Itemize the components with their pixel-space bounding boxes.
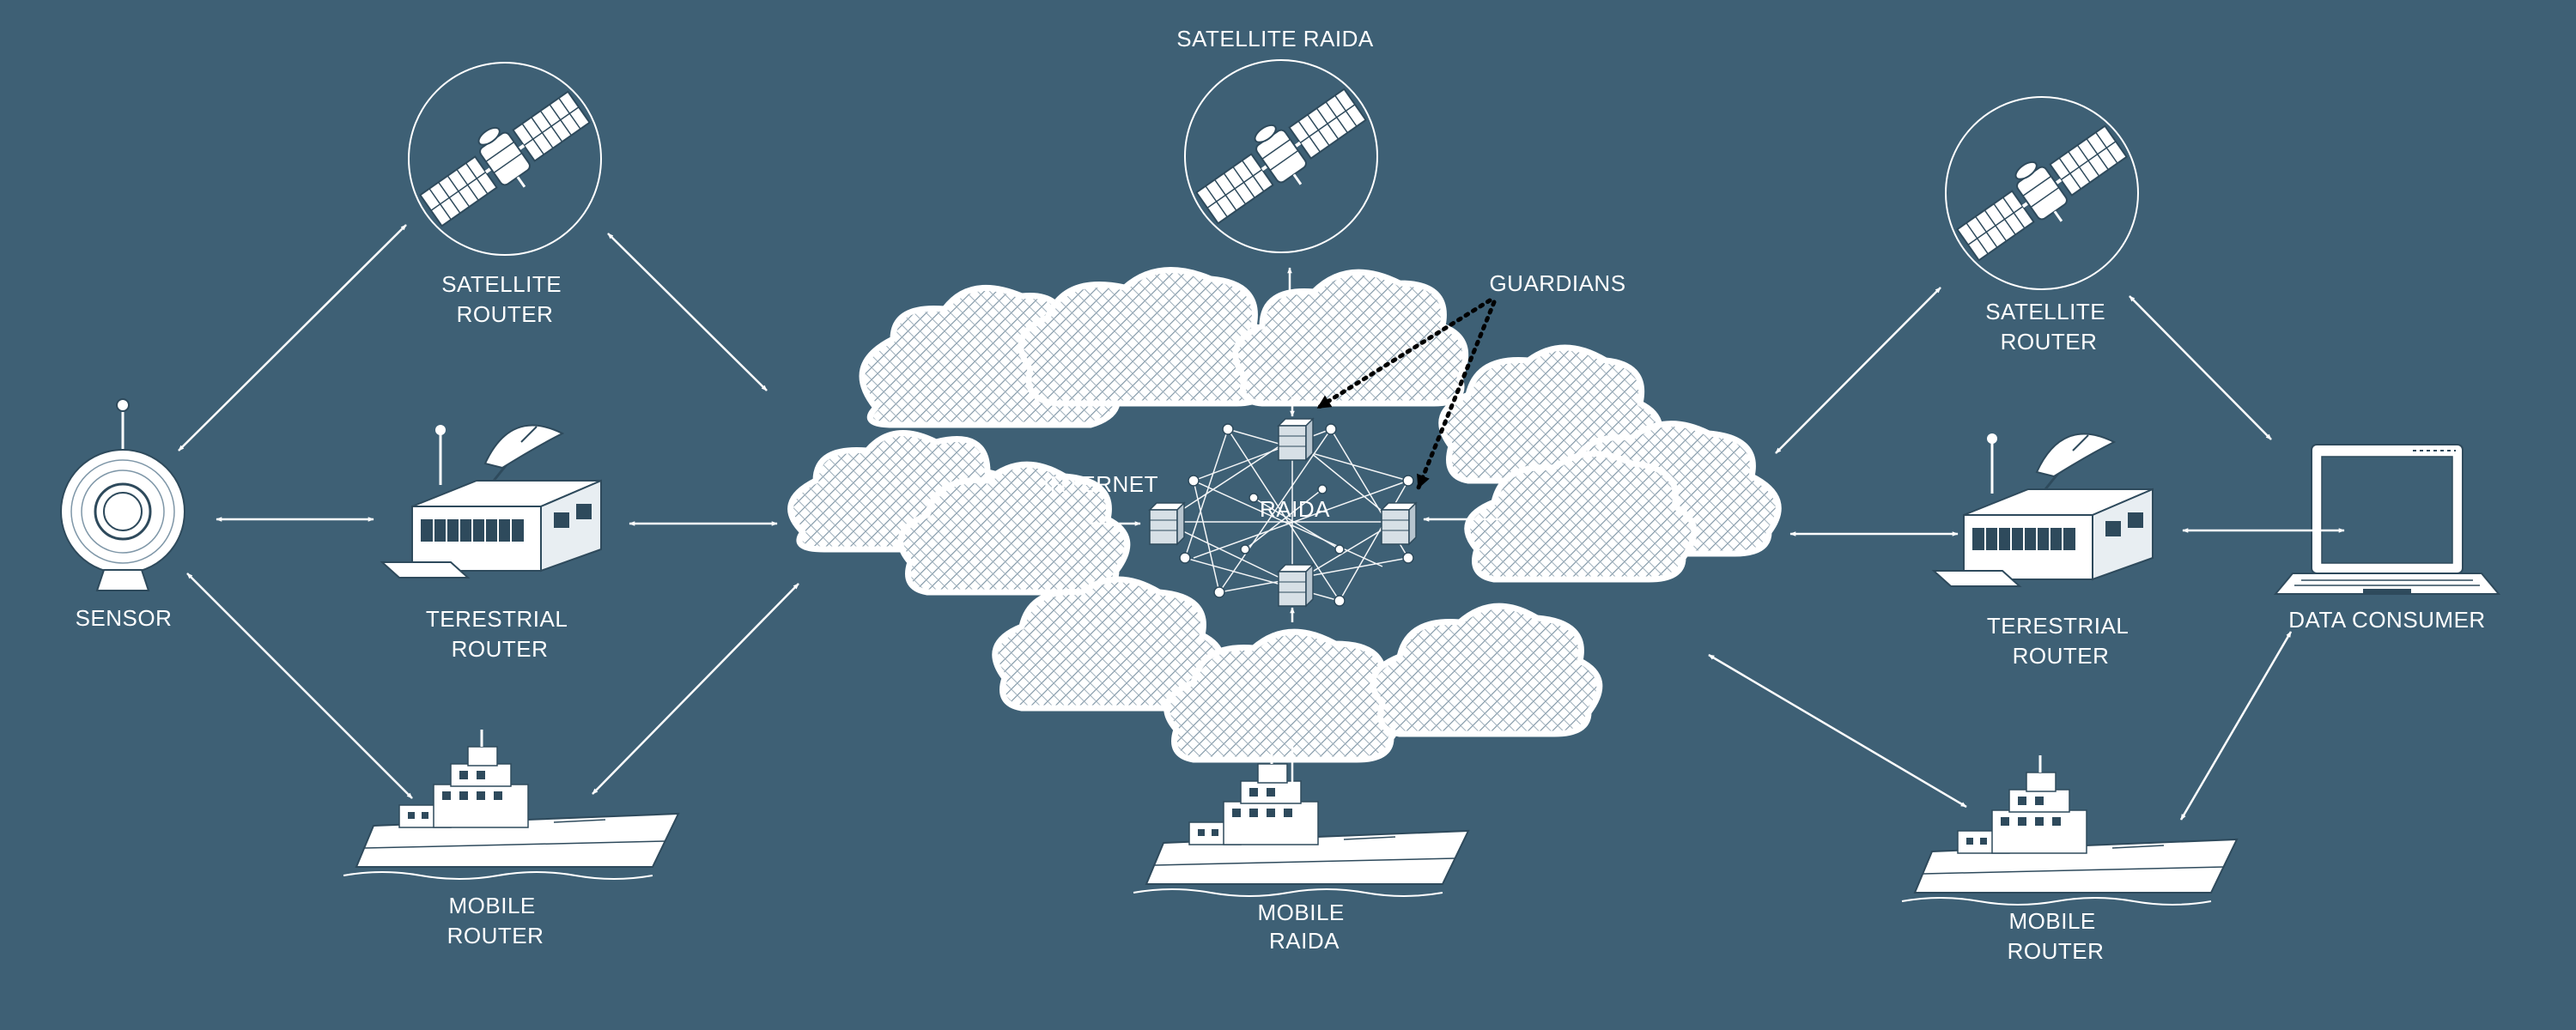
- internet-label: INTERNET: [1043, 471, 1158, 497]
- right-mobile-router-icon: [1900, 754, 2239, 906]
- left-terrestrial-router-icon: [380, 423, 603, 579]
- right-terrestrial-router-icon: [1932, 432, 2154, 588]
- right-satellite-router-label: SATELLITE ROUTER: [1985, 299, 2112, 354]
- sensor-icon: [59, 397, 186, 592]
- raida-mesh: [1149, 418, 1417, 607]
- server-icon: [1149, 502, 1185, 545]
- right-satellite-router-icon: [1945, 96, 2139, 290]
- satellite-raida-label: SATELLITE RAIDA: [1176, 26, 1374, 52]
- left-satellite-router-label: SATELLITE ROUTER: [441, 271, 568, 327]
- satellite-raida-icon: [1184, 59, 1378, 253]
- left-satellite-router-icon: [408, 62, 602, 256]
- left-mobile-router-label: MOBILE ROUTER: [447, 893, 544, 948]
- right-terrestrial-router-label: TERESTRIAL ROUTER: [1987, 613, 2135, 669]
- guardians-label: GUARDIANS: [1489, 270, 1625, 296]
- guardians-pointers: [1315, 298, 1497, 490]
- mobile-raida-label: MOBILE RAIDA: [1258, 900, 1352, 954]
- cloud-icon: [787, 267, 1782, 763]
- raida-label: RAIDA: [1260, 496, 1330, 522]
- data-consumer-label: DATA CONSUMER: [2288, 607, 2485, 633]
- server-icon: [1278, 564, 1314, 607]
- internet-cloud-cluster: [787, 267, 1782, 763]
- sensor-label: SENSOR: [76, 605, 173, 631]
- mobile-raida-icon: [1132, 745, 1470, 898]
- vertical-stubs: [1287, 267, 1295, 795]
- right-mobile-router-label: MOBILE ROUTER: [2008, 908, 2105, 964]
- left-mobile-router-icon: [342, 728, 680, 881]
- left-terrestrial-router-label: TERESTRIAL ROUTER: [426, 606, 574, 662]
- server-icon: [1278, 418, 1314, 461]
- server-icon: [1381, 502, 1417, 545]
- connectors: [178, 224, 2345, 821]
- laptop-icon: [2275, 444, 2500, 595]
